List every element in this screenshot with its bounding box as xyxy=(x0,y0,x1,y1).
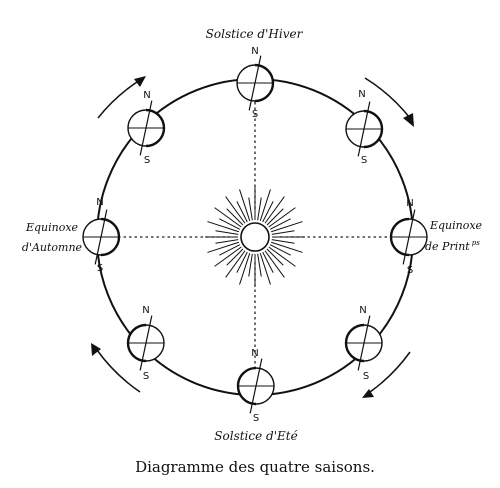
arrow-top-left xyxy=(97,79,141,119)
earth-spring-equinox: NS xyxy=(389,198,428,276)
earth-autumn-equinox: NS xyxy=(82,197,121,274)
earth-summer-solstice: NS xyxy=(236,348,275,424)
label-autumn-equinox-2: d'Automne xyxy=(22,241,83,254)
earth-winter-solstice: NS xyxy=(236,46,275,120)
diagram-caption: Diagramme des quatre saisons. xyxy=(135,458,375,476)
south-pole-label: S xyxy=(361,155,367,166)
earth-lower-right: NS xyxy=(344,305,383,382)
south-pole-label: S xyxy=(97,263,103,274)
south-pole-label: S xyxy=(363,371,369,382)
label-summer-solstice: Solstice d'Eté xyxy=(214,429,297,443)
south-pole-label: S xyxy=(144,155,150,166)
direction-arrows xyxy=(91,76,414,398)
north-pole-label: N xyxy=(251,348,258,359)
label-spring-equinox-sup: ps xyxy=(472,239,480,247)
arrow-top-right xyxy=(364,77,411,119)
earth-lower-left: NS xyxy=(126,305,165,382)
north-pole-label: N xyxy=(406,198,413,209)
label-autumn-equinox-1: Equinoxe xyxy=(25,221,79,234)
south-pole-label: S xyxy=(407,265,413,276)
arrow-bottom-left xyxy=(96,349,141,393)
north-pole-label: N xyxy=(358,89,365,100)
sun-icon xyxy=(205,187,305,287)
label-spring-equinox-1: Equinoxe xyxy=(429,219,483,232)
south-pole-label: S xyxy=(253,413,259,424)
label-spring-equinox-main: de Print xyxy=(425,240,470,253)
north-pole-label: N xyxy=(251,46,258,57)
north-pole-label: N xyxy=(143,90,150,101)
arrow-bottom-right xyxy=(369,351,411,393)
south-pole-label: S xyxy=(143,371,149,382)
north-pole-label: N xyxy=(96,197,103,208)
earth-upper-left: NS xyxy=(127,90,166,166)
north-pole-label: N xyxy=(142,305,149,316)
label-winter-solstice: Solstice d'Hiver xyxy=(206,27,304,41)
earth-upper-right: NS xyxy=(345,89,384,166)
north-pole-label: N xyxy=(359,305,366,316)
south-pole-label: S xyxy=(252,109,258,120)
